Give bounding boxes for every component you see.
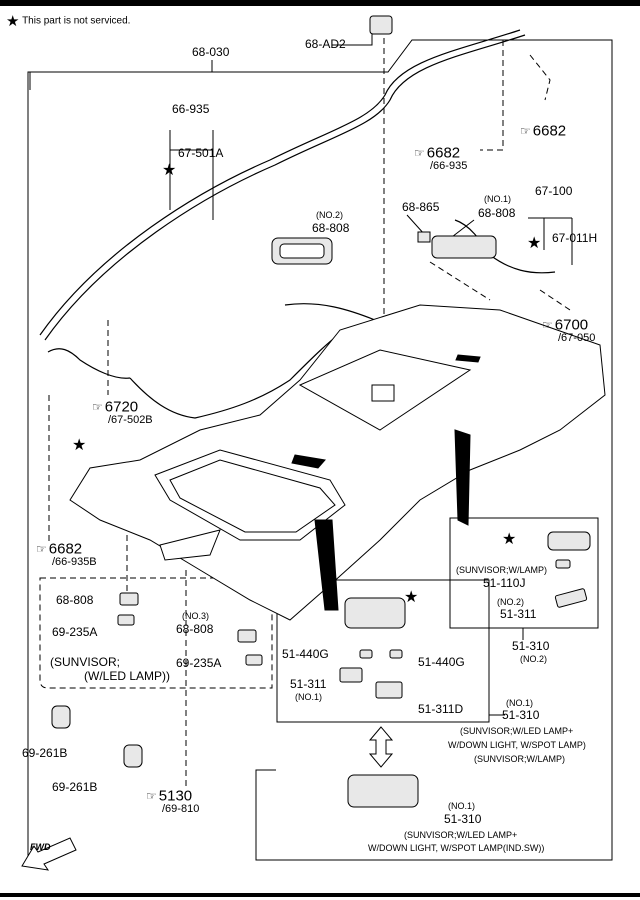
star-icon: ★ [527, 235, 542, 252]
legend-text: This part is not serviced. [22, 15, 131, 27]
ref-6682-mid[interactable]: ☞6682 /66-935 [414, 144, 468, 172]
pointing-hand-icon: ☞ [146, 788, 157, 803]
label-51-440g-left: 51-440G [282, 647, 329, 661]
map-lamp-no1 [431, 235, 497, 259]
pointing-hand-icon: ☞ [414, 145, 425, 160]
sunvisor-lamp [547, 531, 591, 551]
ref-6700[interactable]: ☞6700 /67-050 [542, 316, 596, 344]
ref-5130[interactable]: ☞5130 /69-810 [146, 787, 200, 815]
fwd-arrow-icon [21, 837, 77, 871]
label-51-311-no2: 51-311 [500, 607, 537, 621]
led-lamp-box [276, 579, 490, 723]
star-icon: ★ [502, 531, 517, 548]
clip [417, 231, 431, 243]
clip-a [51, 705, 71, 729]
label-69-235a-right: 69-235A [176, 656, 222, 670]
ref-6682-top[interactable]: ☞6682 [520, 122, 567, 140]
ref-6682-left[interactable]: ☞6682 /66-935B [36, 540, 97, 568]
bottom-border [0, 893, 640, 897]
label-68-808-no2: 68-808 [312, 221, 350, 235]
sunvisor-lamp-box [449, 517, 599, 629]
label-no1: (NO.1) [484, 194, 511, 204]
star-icon: ★ [6, 13, 20, 30]
top-border [0, 0, 640, 6]
label-69-235a-left: 69-235A [52, 625, 98, 639]
label-no2-c: (NO.2) [520, 654, 547, 664]
star-icon: ★ [162, 162, 177, 179]
label-67-011h: 67-011H [552, 231, 598, 245]
label-51-310-no1-a: 51-310 [502, 708, 540, 722]
room-lamp-ind [347, 774, 419, 808]
pointing-hand-icon: ☞ [36, 541, 47, 556]
clip-b [123, 744, 143, 768]
desc-a3: (SUNVISOR;W/LAMP) [474, 754, 566, 764]
label-51-110j: 51-110J [483, 576, 526, 590]
desc-b1: (SUNVISOR;W/LED LAMP+ [404, 830, 518, 840]
label-sunvisor-wlamp: (SUNVISOR;W/LAMP) [456, 565, 548, 575]
label-no2-b: (NO.2) [497, 597, 524, 607]
label-no2: (NO.2) [316, 210, 343, 220]
label-51-310-no2: 51-310 [512, 639, 550, 653]
fwd-label: FWD [30, 842, 51, 852]
star-icon: ★ [404, 589, 419, 606]
label-51-440g-right: 51-440G [418, 655, 465, 669]
main-frame [27, 39, 613, 861]
label-sunvisor-1: (SUNVISOR; [50, 655, 121, 669]
label-no3: (NO.3) [182, 611, 209, 621]
pointing-hand-icon: ☞ [520, 123, 531, 138]
label-no1-c: (NO.1) [506, 698, 533, 708]
label-51-310-no1-b: 51-310 [444, 812, 482, 826]
star-icon: ★ [72, 437, 87, 454]
desc-b2: W/DOWN LIGHT, W/SPOT LAMP(IND.SW)) [368, 843, 545, 853]
label-67-100: 67-100 [535, 184, 573, 198]
label-69-261b-b: 69-261B [52, 780, 98, 794]
label-51-311-no1: 51-311 [290, 677, 327, 691]
legend-note: ★ This part is not serviced. [6, 12, 130, 30]
pointing-hand-icon: ☞ [542, 317, 553, 332]
double-arrow-icon [368, 726, 394, 768]
desc-a1: (SUNVISOR;W/LED LAMP+ [460, 726, 574, 736]
label-66-935: 66-935 [172, 102, 210, 116]
label-68-808-no1: 68-808 [478, 206, 516, 220]
headliner [69, 304, 606, 621]
label-67-501a: 67-501A [178, 146, 224, 160]
desc-a2: W/DOWN LIGHT, W/SPOT LAMP) [448, 740, 586, 750]
ref-6720[interactable]: ☞6720 /67-502B [92, 398, 153, 426]
label-68-ad2: 68-AD2 [305, 37, 346, 51]
roof-clip [369, 15, 393, 35]
label-68-865: 68-865 [402, 200, 440, 214]
label-68-030: 68-030 [192, 45, 230, 59]
label-no1-d: (NO.1) [448, 801, 475, 811]
pointing-hand-icon: ☞ [92, 399, 103, 414]
label-68-808-left: 68-808 [56, 593, 94, 607]
label-69-261b-a: 69-261B [22, 746, 68, 760]
label-68-808-no3: 68-808 [176, 622, 214, 636]
room-lamp [344, 597, 406, 629]
label-51-311d: 51-311D [418, 702, 464, 716]
label-no1-b: (NO.1) [295, 692, 322, 702]
label-sunvisor-2: (W/LED LAMP)) [84, 669, 171, 683]
